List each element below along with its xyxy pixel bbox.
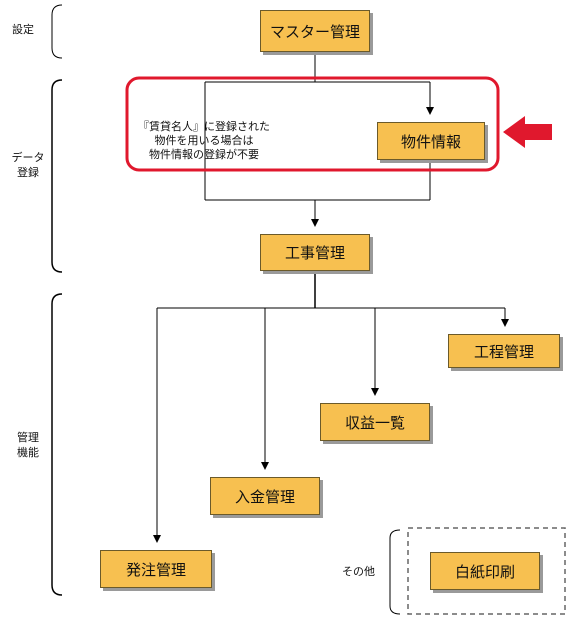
order-management-box: 発注管理 [100, 550, 212, 588]
construction-management-box: 工事管理 [260, 234, 370, 271]
red-arrow-icon [503, 116, 552, 148]
profit-list-box: 収益一覧 [320, 403, 430, 441]
master-management-box: マスター管理 [260, 10, 370, 52]
property-info-box: 物件情報 [377, 122, 485, 160]
other-dashed-frame [407, 527, 566, 615]
payment-management-box: 入金管理 [210, 477, 320, 515]
blank-print-box: 白紙印刷 [430, 552, 540, 590]
process-management-box: 工程管理 [448, 334, 560, 368]
property-note: 『賃貸名人』に登録された 物件を用いる場合は 物件情報の登録が不要 [138, 120, 270, 161]
section-label-other: その他 [342, 565, 375, 578]
section-label-settings: 設定 [12, 23, 34, 36]
bracket-data-entry [51, 79, 63, 273]
bracket-management [51, 293, 63, 596]
bracket-settings [51, 4, 63, 59]
highlight-frame [125, 76, 500, 172]
section-label-management: 管理 機能 [17, 431, 39, 459]
bracket-other [389, 529, 401, 615]
section-label-data-entry: データ 登録 [11, 151, 45, 179]
